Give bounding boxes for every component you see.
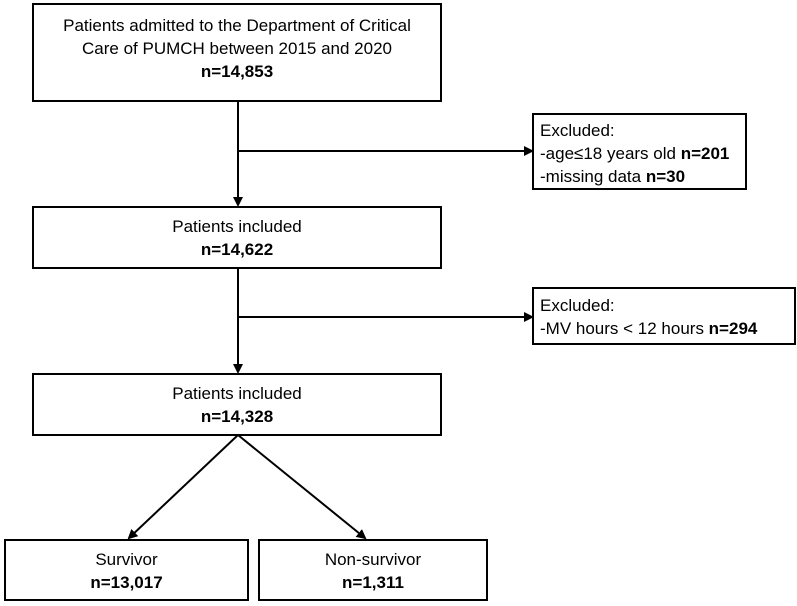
excluded1-item2: -missing data n=30 xyxy=(540,165,745,188)
excluded1-item2-count: n=30 xyxy=(645,167,686,186)
excluded2-item1-text: -MV hours < 12 hours xyxy=(540,319,709,338)
arrow-to-nonsurvivor xyxy=(237,434,367,540)
box-excluded2: Excluded: -MV hours < 12 hours n=294 xyxy=(532,287,796,345)
box-survivor: Survivor n=13,017 xyxy=(4,539,249,601)
box-excluded1: Excluded: -age≤18 years old n=201 -missi… xyxy=(532,113,747,190)
excluded1-title: Excluded: xyxy=(540,121,615,140)
admitted-line2: Care of PUMCH between 2015 and 2020 xyxy=(82,39,392,58)
included2-count: n=14,328 xyxy=(200,407,274,426)
included1-title: Patients included xyxy=(172,217,302,236)
excluded1-item1-count: n=201 xyxy=(680,144,730,163)
box-included1: Patients included n=14,622 xyxy=(32,206,442,269)
nonsurvivor-count: n=1,311 xyxy=(342,573,404,592)
arrow-to-survivor xyxy=(127,434,239,540)
box-included2: Patients included n=14,328 xyxy=(32,373,442,436)
excluded1-item2-text: -missing data xyxy=(540,167,646,186)
excluded2-item1-count: n=294 xyxy=(708,319,758,338)
included2-title: Patients included xyxy=(172,384,302,403)
admitted-line1: Patients admitted to the Department of C… xyxy=(63,16,411,35)
nonsurvivor-title: Non-survivor xyxy=(324,550,422,569)
survivor-title: Survivor xyxy=(95,550,158,569)
box-admitted: Patients admitted to the Department of C… xyxy=(32,3,442,102)
excluded2-title: Excluded: xyxy=(540,296,615,315)
survivor-count: n=13,017 xyxy=(90,573,163,592)
excluded1-item1: -age≤18 years old n=201 xyxy=(540,142,745,165)
excluded2-item1: -MV hours < 12 hours n=294 xyxy=(540,317,794,340)
box-nonsurvivor: Non-survivor n=1,311 xyxy=(258,539,488,601)
included1-count: n=14,622 xyxy=(200,240,274,259)
excluded1-item1-text: -age≤18 years old xyxy=(540,144,681,163)
admitted-count: n=14,853 xyxy=(200,62,274,81)
